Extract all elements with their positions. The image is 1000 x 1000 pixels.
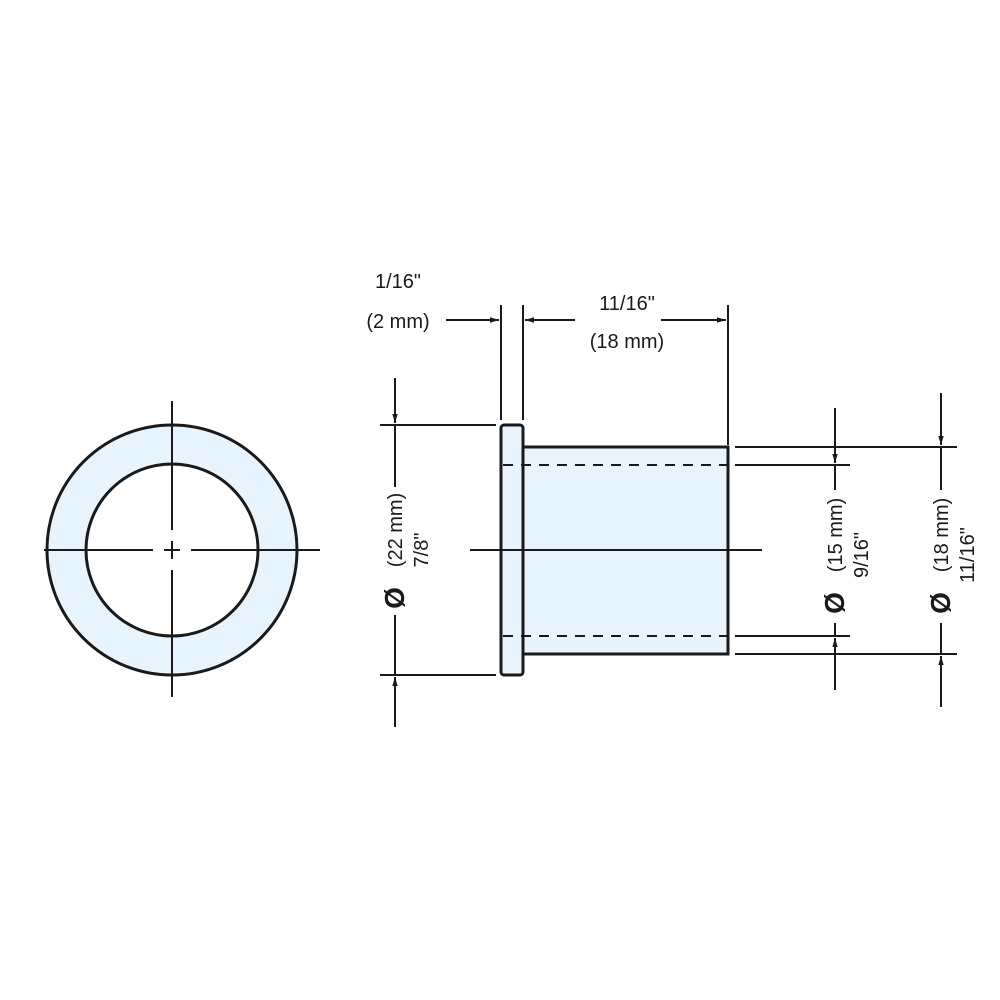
flange-diameter-label: Ø (22 mm) 7/8" <box>379 493 433 609</box>
dim-inner-diameter <box>735 408 850 690</box>
svg-text:(18 mm): (18 mm) <box>931 498 953 572</box>
svg-text:Ø: Ø <box>379 587 410 609</box>
svg-text:(15 mm): (15 mm) <box>825 498 847 572</box>
centerline <box>44 401 320 697</box>
inner-diameter-label: Ø (15 mm) 9/16" <box>819 498 873 614</box>
dim-flange-diameter <box>380 378 496 727</box>
svg-text:Ø: Ø <box>925 592 956 614</box>
svg-text:7/8": 7/8" <box>411 533 433 568</box>
side-view-bushing <box>470 423 762 677</box>
outer-diameter-label: Ø (18 mm) 11/16" <box>925 498 979 614</box>
dim-outer-diameter <box>735 393 957 707</box>
end-view-ring <box>44 401 320 697</box>
dim-body-length <box>525 305 729 445</box>
flange-thickness-imperial: 1/16" <box>375 271 421 293</box>
body-length-imperial: 11/16" <box>599 293 655 315</box>
svg-text:11/16": 11/16" <box>957 527 979 583</box>
svg-text:(22 mm): (22 mm) <box>385 493 407 567</box>
flange-thickness-metric: (2 mm) <box>366 311 429 333</box>
svg-text:Ø: Ø <box>819 592 850 614</box>
body-length-metric: (18 mm) <box>590 331 664 353</box>
dim-flange-thickness <box>446 305 524 420</box>
svg-text:9/16": 9/16" <box>851 532 873 578</box>
